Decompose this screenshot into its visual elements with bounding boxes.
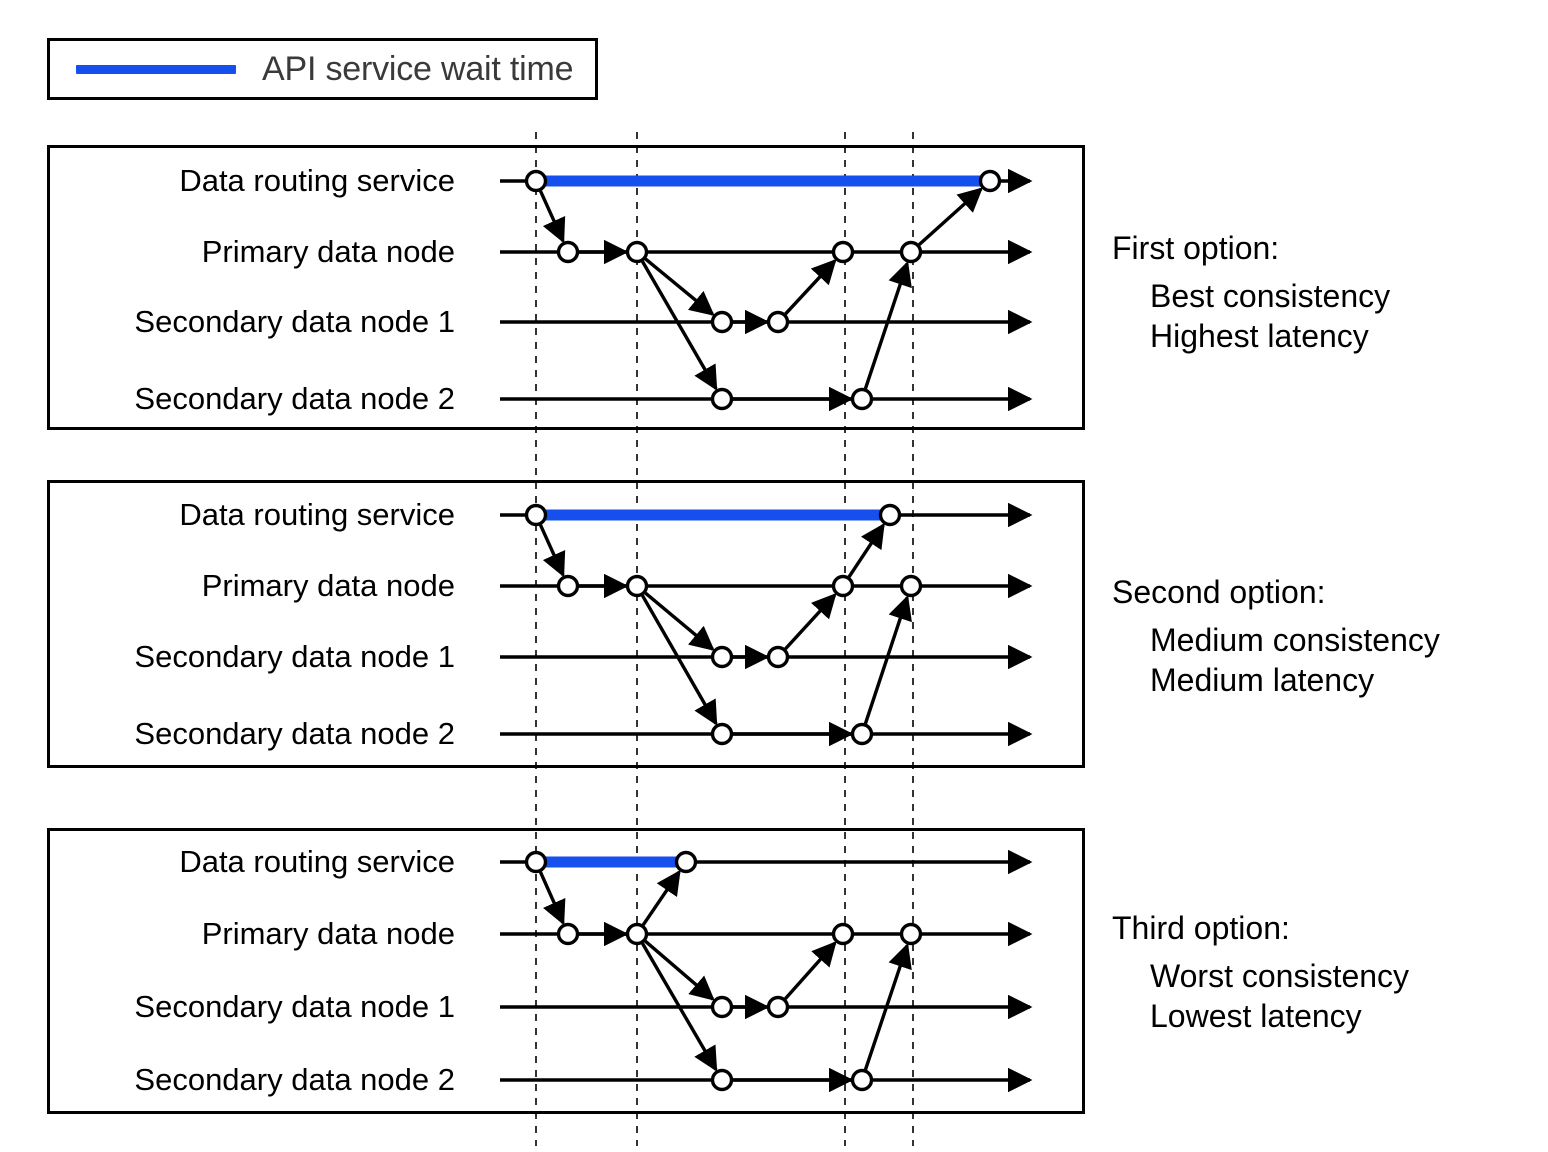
event-node-first-option-1	[556, 240, 580, 264]
event-node-third-option-1	[556, 922, 580, 946]
lane-label-third-option-3: Secondary data node 2	[134, 1062, 455, 1097]
option-consistency-first-option: Best consistency	[1150, 278, 1391, 314]
message-arrow-third-option-7	[784, 941, 837, 1000]
message-arrow-first-option-8	[918, 187, 983, 246]
event-node-third-option-5	[766, 995, 790, 1019]
message-arrow-first-option-3	[641, 260, 718, 391]
message-arrow-first-option-6	[784, 258, 837, 316]
lane-label-first-option-1: Primary data node	[201, 234, 455, 269]
lane-label-third-option-2: Secondary data node 1	[134, 989, 455, 1024]
event-node-third-option-9	[899, 922, 923, 946]
event-node-first-option-4	[766, 310, 790, 334]
lane-label-second-option-3: Secondary data node 2	[134, 716, 455, 751]
event-node-second-option-3	[710, 645, 734, 669]
event-node-second-option-2	[625, 574, 649, 598]
lane-label-second-option-0: Data routing service	[179, 497, 455, 532]
event-node-first-option-2	[625, 240, 649, 264]
lane-label-first-option-0: Data routing service	[179, 163, 455, 198]
option-title-second-option: Second option:	[1112, 574, 1326, 610]
event-node-first-option-7	[831, 240, 855, 264]
panel-second-option	[47, 480, 1085, 768]
message-arrow-second-option-8	[863, 595, 912, 725]
event-node-first-option-3	[710, 310, 734, 334]
message-arrow-third-option-0	[538, 871, 566, 926]
option-latency-third-option: Lowest latency	[1150, 998, 1362, 1034]
time-gridlines	[535, 132, 914, 1146]
event-node-third-option-3	[674, 850, 698, 874]
event-node-second-option-1	[556, 574, 580, 598]
event-node-third-option-8	[831, 922, 855, 946]
panel-first-option	[47, 145, 1085, 430]
event-node-third-option-4	[710, 995, 734, 1019]
message-arrow-third-option-3	[644, 939, 715, 1001]
message-arrow-third-option-8	[863, 943, 912, 1071]
event-node-second-option-0	[524, 503, 548, 527]
wait-time-bars	[536, 175, 990, 868]
message-arrow-first-option-2	[644, 257, 715, 316]
event-node-first-option-0	[524, 169, 548, 193]
event-node-first-option-9	[978, 169, 1002, 193]
panel-third-option	[47, 828, 1085, 1114]
option-consistency-third-option: Worst consistency	[1150, 958, 1410, 994]
event-node-first-option-8	[899, 240, 923, 264]
option-title-third-option: Third option:	[1112, 910, 1290, 946]
event-node-second-option-4	[766, 645, 790, 669]
event-node-second-option-5	[710, 722, 734, 746]
message-arrow-second-option-0	[538, 524, 566, 578]
message-arrow-second-option-2	[644, 591, 715, 651]
event-node-first-option-6	[850, 387, 874, 411]
event-node-second-option-7	[831, 574, 855, 598]
lane-label-third-option-1: Primary data node	[201, 916, 455, 951]
event-node-second-option-6	[850, 722, 874, 746]
event-node-second-option-8	[899, 574, 923, 598]
lane-label-first-option-3: Secondary data node 2	[134, 381, 455, 416]
legend: API service wait time	[47, 38, 598, 100]
message-arrow-first-option-7	[863, 261, 912, 390]
lane-label-second-option-1: Primary data node	[201, 568, 455, 603]
message-arrow-third-option-4	[641, 942, 718, 1072]
message-arrow-first-option-0	[538, 190, 566, 244]
message-arrow-third-option-2	[641, 869, 681, 926]
lane-label-third-option-0: Data routing service	[179, 844, 455, 879]
lane-label-first-option-2: Secondary data node 1	[134, 304, 455, 339]
event-node-third-option-6	[710, 1068, 734, 1092]
legend-label: API service wait time	[262, 49, 574, 88]
message-arrows	[538, 187, 983, 1093]
event-node-first-option-5	[710, 387, 734, 411]
option-title-first-option: First option:	[1112, 230, 1280, 266]
api-wait-time-line-icon	[76, 64, 236, 74]
option-latency-first-option: Highest latency	[1150, 318, 1369, 354]
option-latency-second-option: Medium latency	[1150, 662, 1375, 698]
message-arrow-second-option-7	[847, 522, 885, 578]
event-node-third-option-0	[524, 850, 548, 874]
option-consistency-second-option: Medium consistency	[1150, 622, 1440, 658]
message-arrow-second-option-3	[641, 594, 718, 726]
lane-label-second-option-2: Secondary data node 1	[134, 639, 455, 674]
message-arrow-second-option-6	[784, 593, 837, 651]
event-node-second-option-9	[878, 503, 902, 527]
event-node-third-option-7	[850, 1068, 874, 1092]
event-node-third-option-2	[625, 922, 649, 946]
event-nodes	[524, 169, 1002, 1092]
